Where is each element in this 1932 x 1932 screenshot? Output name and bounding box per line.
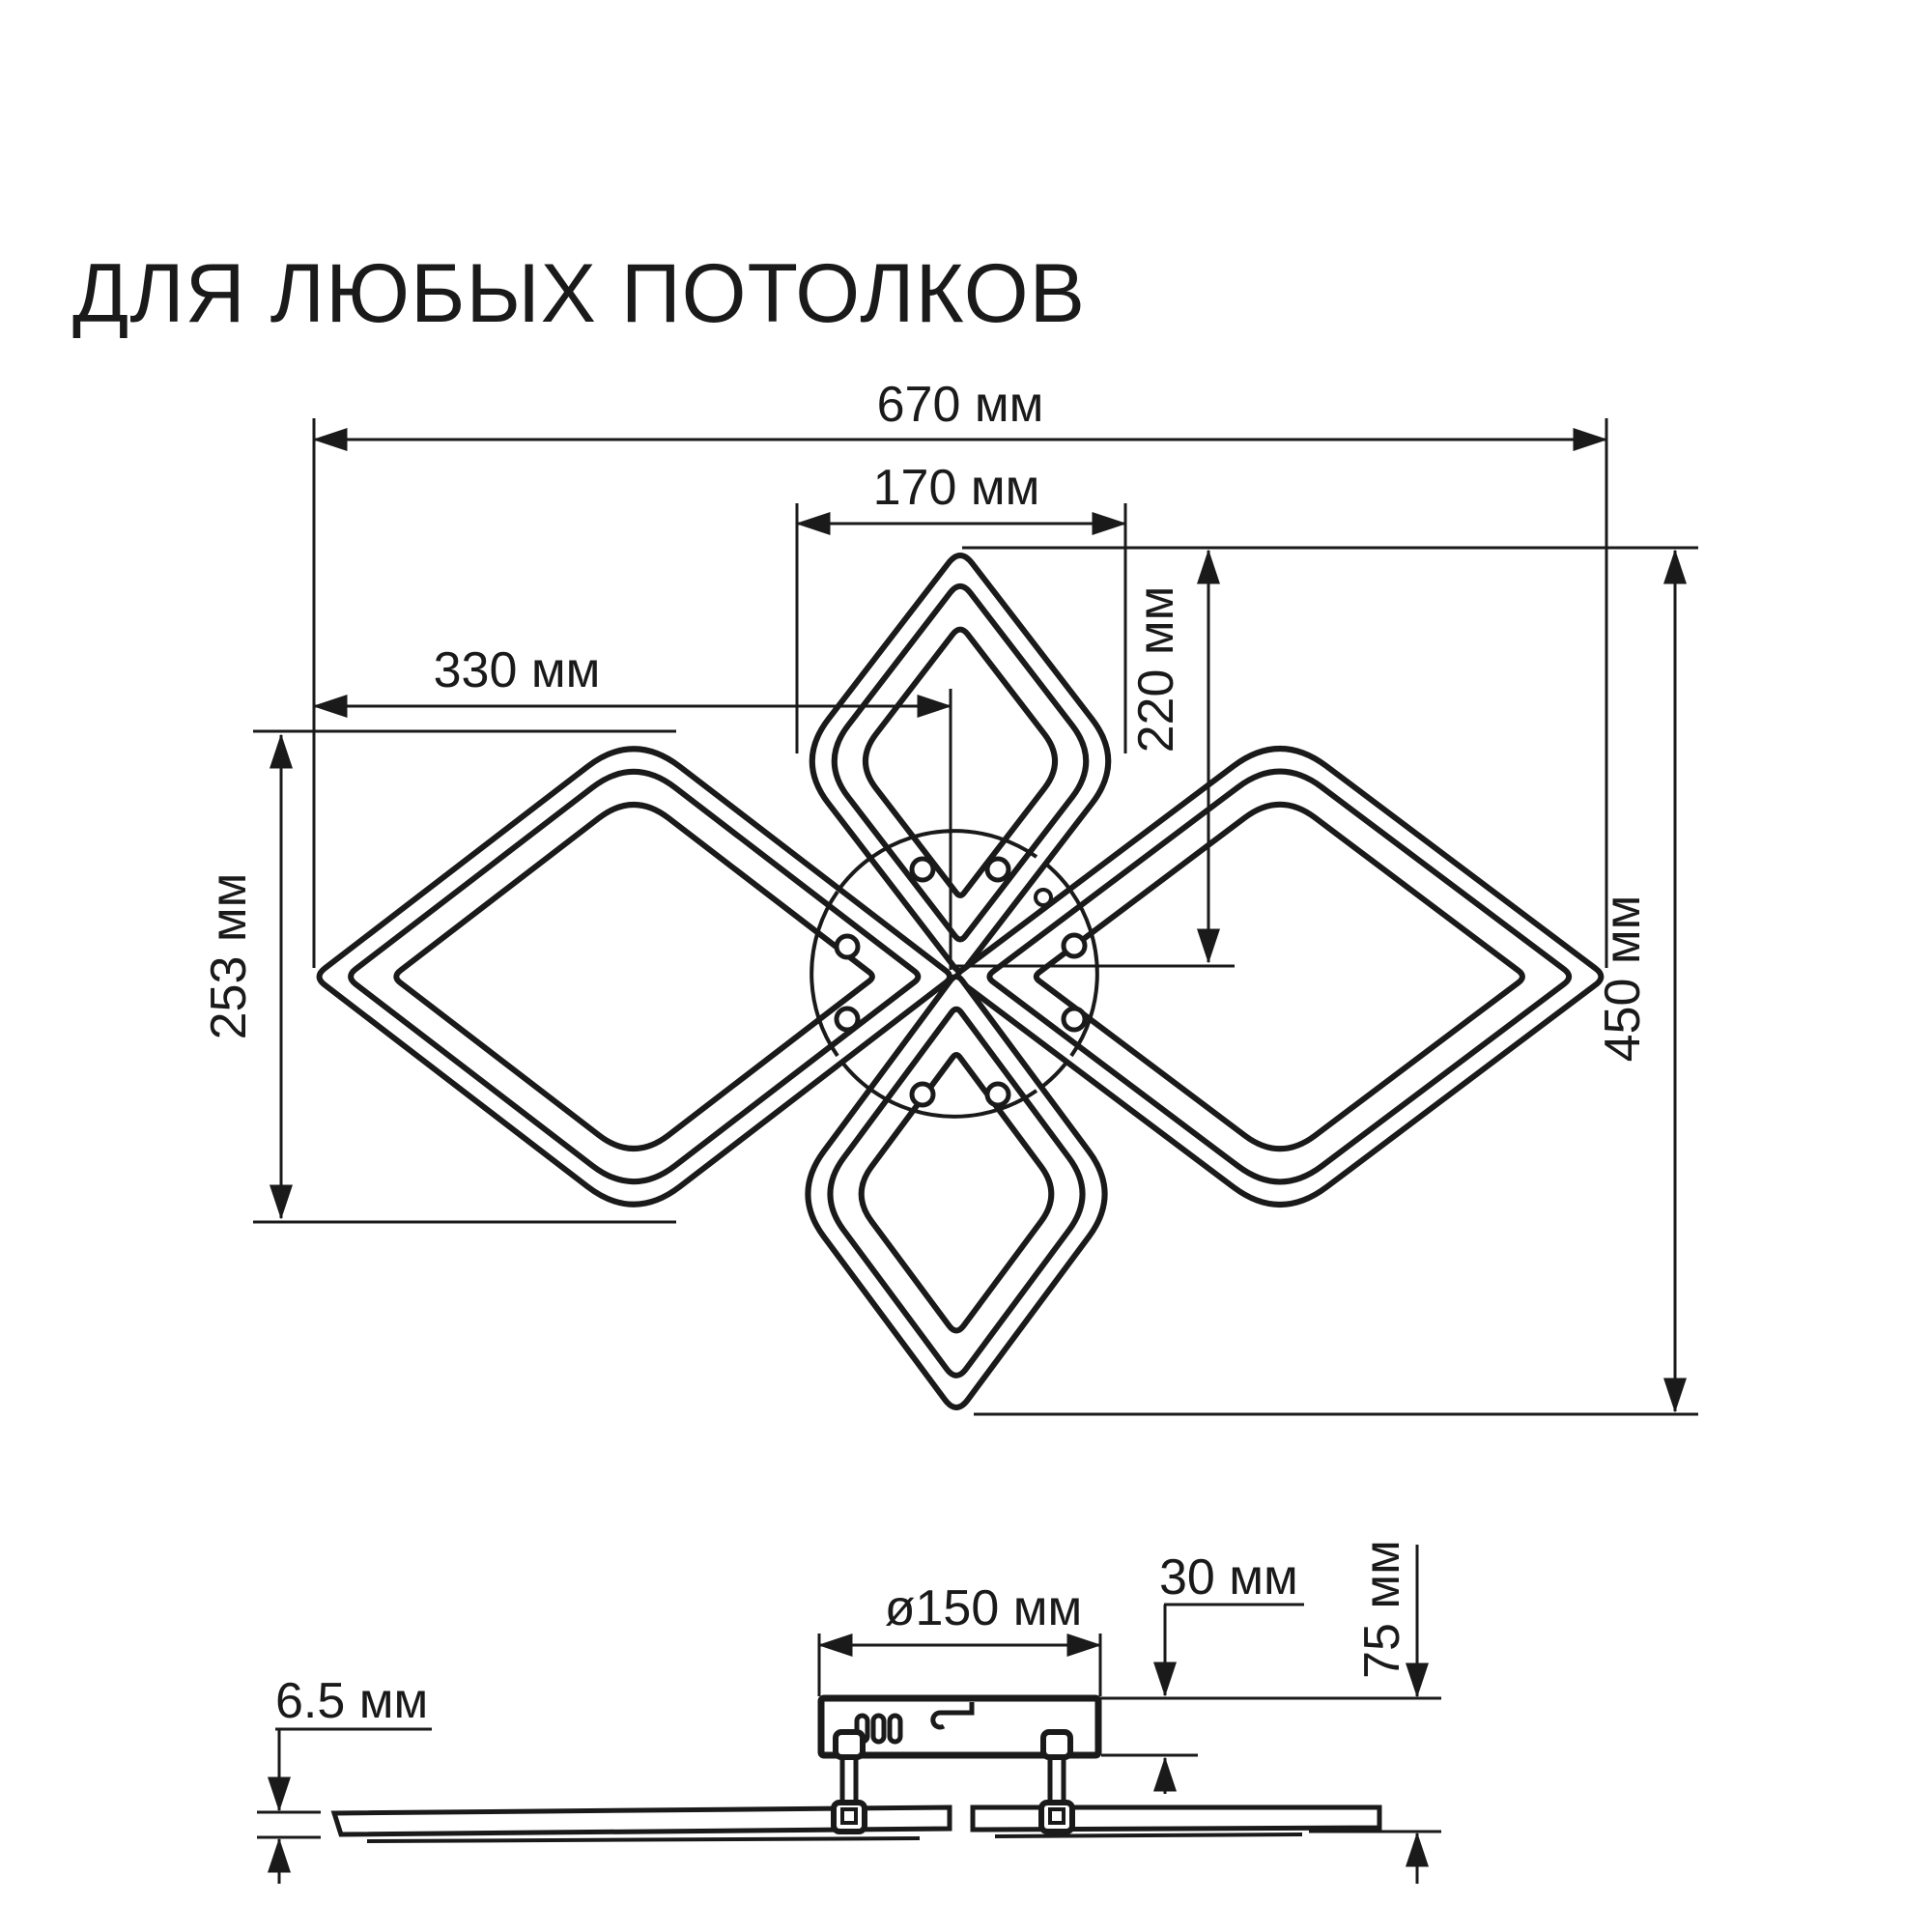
- screw-dot: [984, 1081, 1011, 1108]
- plan-dimensions: 670 мм 170 мм 330 мм 220 мм 253 мм: [201, 377, 1698, 1416]
- cable-hook-icon: [930, 1702, 975, 1730]
- dim-label-450: 450 мм: [1595, 895, 1651, 1063]
- left-blade-profile: [330, 1804, 952, 1837]
- left-blade-underside: [366, 1836, 921, 1843]
- plan-view: 670 мм 170 мм 330 мм 220 мм 253 мм: [201, 377, 1698, 1416]
- diamond-frame-bottom: [858, 1052, 1055, 1334]
- screw-dots: [834, 856, 1088, 1108]
- diamond-frame-right: [1033, 801, 1525, 1152]
- right-blade-underside: [994, 1833, 1303, 1838]
- screw-dot: [834, 933, 861, 960]
- dim-label-150: ø150 мм: [885, 1580, 1082, 1636]
- screw-dot: [1061, 932, 1088, 959]
- screw-dot: [909, 856, 936, 883]
- canopy-vent-slots: [854, 1713, 903, 1745]
- side-dimensions: 6.5 мм ø150 мм 30 мм 75 мм: [257, 1540, 1441, 1884]
- screw-dot: [909, 1081, 936, 1108]
- standoff-screw-left: [831, 1729, 867, 1834]
- dim-label-220: 220 мм: [1128, 586, 1184, 753]
- standoff-screw-right: [1038, 1729, 1075, 1834]
- dim-label-330: 330 мм: [434, 642, 601, 698]
- page-title: ДЛЯ ЛЮБЫХ ПОТОЛКОВ: [72, 247, 1086, 340]
- screw-dot: [984, 856, 1011, 883]
- diamond-frames: [316, 552, 1605, 1410]
- screw-dot: [1061, 1006, 1088, 1033]
- diamond-frame-left: [393, 802, 875, 1151]
- side-view: 6.5 мм ø150 мм 30 мм 75 мм: [257, 1540, 1441, 1884]
- canopy-circle-arcs: [810, 829, 1099, 1119]
- dim-label-170: 170 мм: [873, 460, 1040, 516]
- dim-label-6-5: 6.5 мм: [275, 1673, 428, 1729]
- dim-label-30: 30 мм: [1159, 1549, 1298, 1605]
- dim-label-670: 670 мм: [877, 377, 1044, 433]
- right-blade-profile: [970, 1804, 1382, 1833]
- screw-dot: [1034, 888, 1053, 907]
- screw-dot: [834, 1006, 861, 1033]
- dim-label-75: 75 мм: [1354, 1540, 1410, 1679]
- dim-label-253: 253 мм: [201, 873, 257, 1040]
